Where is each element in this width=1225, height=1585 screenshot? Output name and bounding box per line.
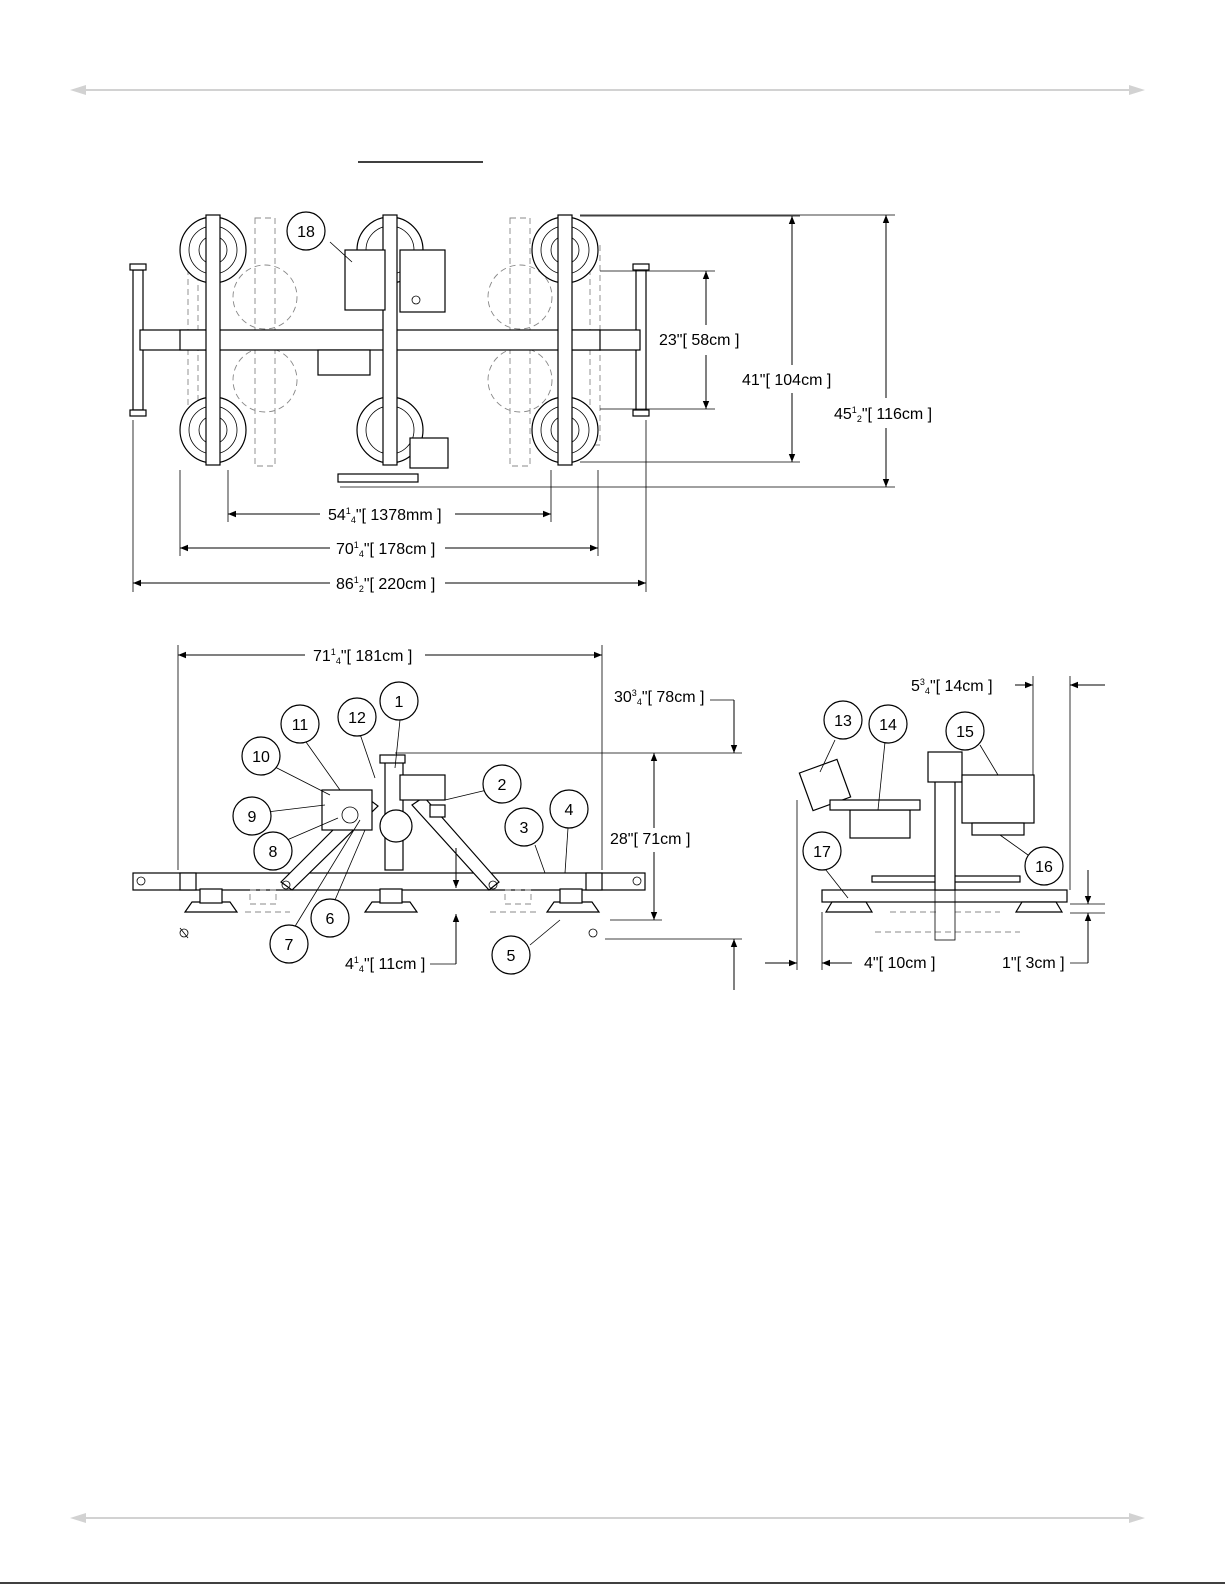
svg-text:12: 12 (348, 710, 366, 727)
dim-overall-height: 3034"[ 78cm ] (614, 688, 704, 707)
svg-text:8612"[ 220cm ]: 8612"[ 220cm ] (336, 575, 435, 594)
svg-text:18: 18 (297, 224, 315, 241)
dim-end-pad-thickness: 1"[ 3cm ] (1002, 955, 1065, 972)
dim-pad-outer-depth: 41"[ 104cm ] (742, 372, 831, 389)
side-view (133, 755, 645, 938)
svg-text:3: 3 (520, 820, 529, 837)
vacuum-pads-end (826, 902, 1062, 932)
dim-side-length: 7114"[ 181cm ] (313, 647, 412, 666)
dim-pad-spacing-depth: 23"[ 58cm ] (659, 332, 739, 349)
svg-text:534"[ 14cm ]: 534"[ 14cm ] (911, 677, 993, 696)
callout-9: 9 (233, 797, 271, 835)
top-page-rule (70, 85, 1145, 95)
svg-text:7014"[ 178cm ]: 7014"[ 178cm ] (336, 540, 435, 559)
svg-text:3034"[ 78cm ]: 3034"[ 78cm ] (614, 688, 704, 707)
dim-pad-spacing-width: 5414"[ 1378mm ] (328, 506, 442, 525)
svg-text:2: 2 (498, 777, 507, 794)
svg-text:9: 9 (248, 809, 257, 826)
svg-text:16: 16 (1035, 859, 1053, 876)
callout-14: 14 (869, 705, 907, 743)
callout-7: 7 (270, 925, 308, 963)
svg-text:23"[ 58cm ]: 23"[ 58cm ] (659, 332, 739, 349)
callout-18: 18 (287, 212, 325, 250)
end-base-beam (822, 890, 1067, 902)
callout-13: 13 (824, 701, 862, 739)
svg-text:5414"[ 1378mm ]: 5414"[ 1378mm ] (328, 506, 442, 525)
svg-text:7114"[ 181cm ]: 7114"[ 181cm ] (313, 647, 412, 666)
callout-2: 2 (483, 765, 521, 803)
vacuum-pads-side (185, 889, 599, 912)
svg-text:17: 17 (813, 844, 831, 861)
svg-text:8: 8 (269, 844, 278, 861)
callout-16: 16 (1025, 847, 1063, 885)
vacuum-pump-housing (400, 250, 445, 312)
top-dimension-lines (133, 215, 895, 592)
callout-5: 5 (492, 936, 530, 974)
svg-text:5: 5 (507, 948, 516, 965)
end-enclosure (962, 775, 1034, 823)
callout-10: 10 (242, 737, 280, 775)
svg-text:41"[ 104cm ]: 41"[ 104cm ] (742, 372, 831, 389)
svg-text:4: 4 (565, 802, 574, 819)
dim-frame-height: 28"[ 71cm ] (610, 831, 690, 848)
svg-text:414"[ 11cm ]: 414"[ 11cm ] (345, 955, 425, 974)
callout-12: 12 (338, 698, 376, 736)
svg-text:1"[ 3cm ]: 1"[ 3cm ] (1002, 955, 1065, 972)
side-main-beam (133, 873, 645, 890)
svg-text:15: 15 (956, 724, 974, 741)
dim-overall-width: 8612"[ 220cm ] (336, 575, 435, 594)
callout-4: 4 (550, 790, 588, 828)
dim-end-pad-height: 4"[ 10cm ] (864, 955, 935, 972)
dim-pad-outer-width: 7014"[ 178cm ] (336, 540, 435, 559)
dim-pad-height: 414"[ 11cm ] (345, 955, 425, 974)
callout-17: 17 (803, 832, 841, 870)
svg-text:6: 6 (326, 911, 335, 928)
callout-11: 11 (281, 705, 319, 743)
callout-15: 15 (946, 712, 984, 750)
dim-overall-depth: 4512"[ 116cm ] (834, 405, 932, 424)
svg-text:7: 7 (285, 937, 294, 954)
svg-text:1: 1 (395, 694, 404, 711)
svg-text:28"[ 71cm ]: 28"[ 71cm ] (610, 831, 690, 848)
callout-8: 8 (254, 832, 292, 870)
svg-text:10: 10 (252, 749, 270, 766)
top-view (130, 215, 649, 482)
callout-6: 6 (311, 899, 349, 937)
svg-text:14: 14 (879, 717, 897, 734)
svg-text:11: 11 (292, 717, 309, 734)
svg-text:4"[ 10cm ]: 4"[ 10cm ] (864, 955, 935, 972)
dim-end-offset: 534"[ 14cm ] (911, 677, 993, 696)
svg-text:13: 13 (834, 713, 852, 730)
svg-text:4512"[ 116cm ]: 4512"[ 116cm ] (834, 405, 932, 424)
callout-1: 1 (380, 682, 418, 720)
bottom-page-rule (0, 1513, 1225, 1583)
callout-3: 3 (505, 808, 543, 846)
